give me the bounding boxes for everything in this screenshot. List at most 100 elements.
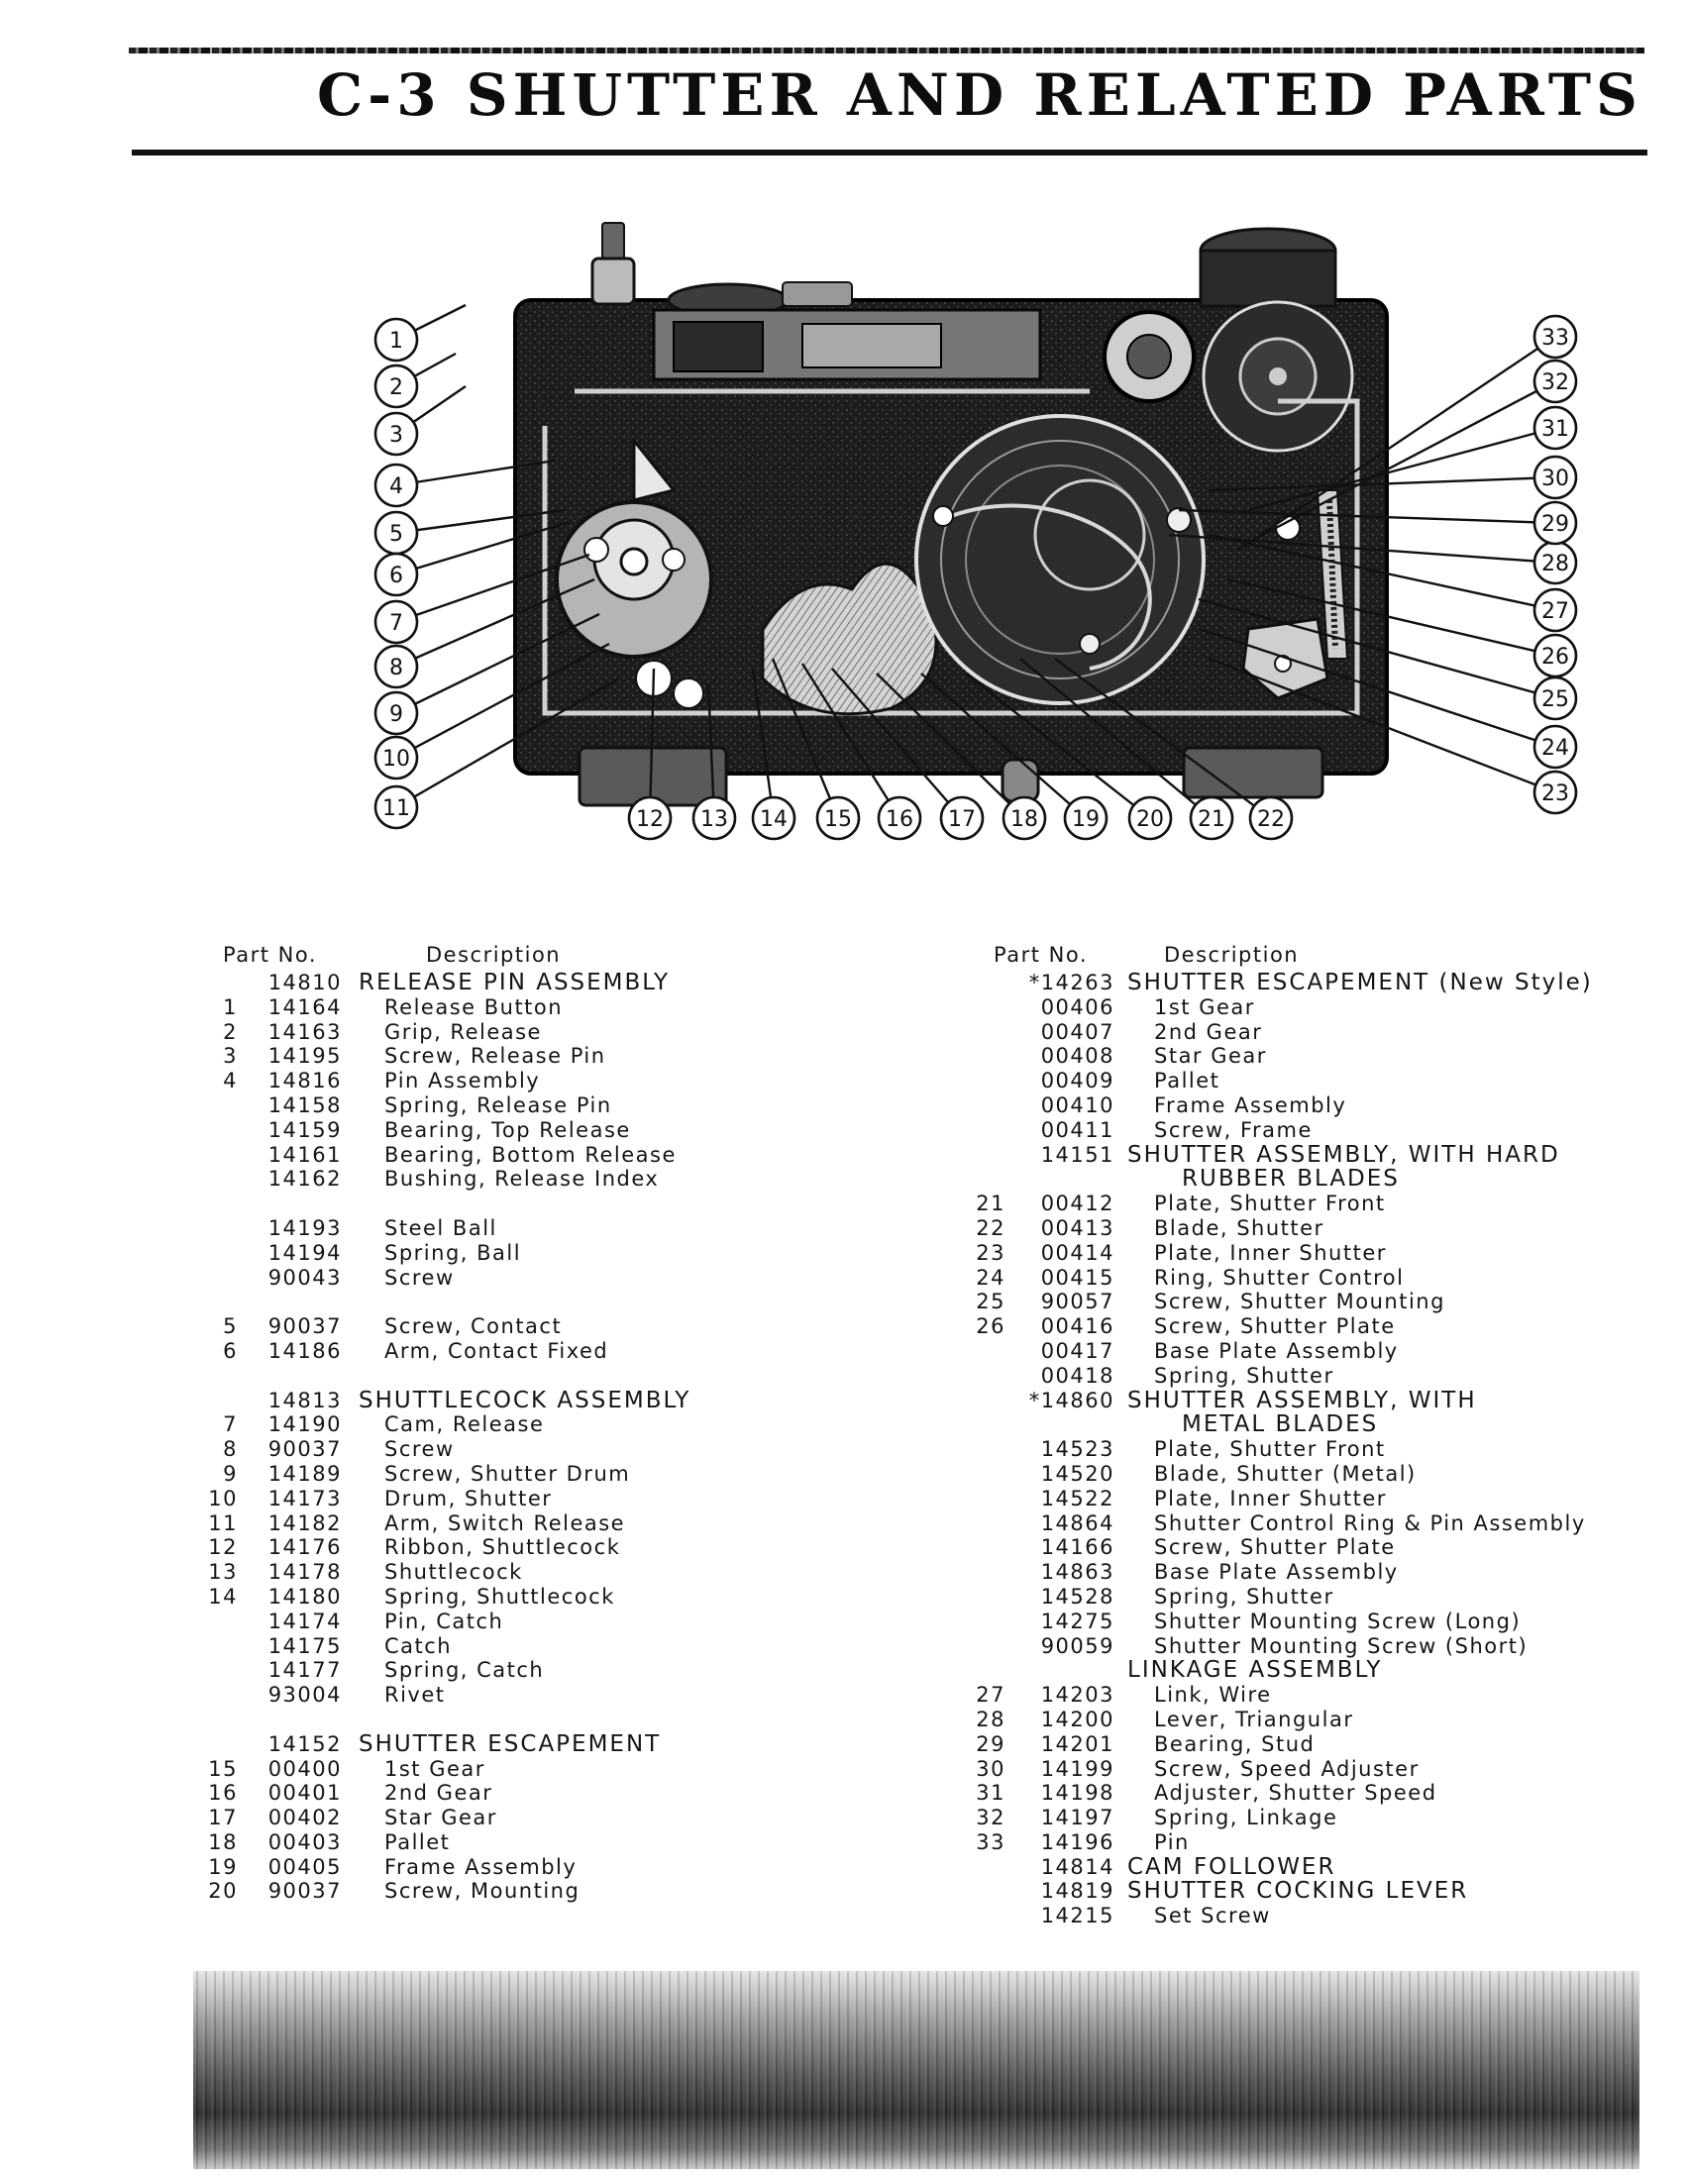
ref-number: 19: [208, 1854, 238, 1879]
callout-bubble-26: [1532, 633, 1578, 678]
callout-number: 23: [1541, 781, 1569, 806]
callout-leader-18: [876, 673, 1025, 819]
part-number: 00414: [1040, 1240, 1114, 1265]
ref-number: 6: [223, 1338, 238, 1363]
callout-number: 31: [1541, 417, 1569, 442]
part-number: 14163: [267, 1019, 342, 1044]
callout-number: 19: [1072, 807, 1100, 832]
part-description: Shutter Mounting Screw (Long): [1154, 1609, 1522, 1633]
title-rule: [132, 150, 1647, 156]
ref-number: 5: [223, 1314, 238, 1339]
callout-leader-25: [1198, 597, 1556, 700]
part-number: 14819: [1040, 1879, 1114, 1904]
part-number: 14203: [1040, 1683, 1114, 1708]
callout-leader-28: [1168, 533, 1556, 565]
callout-leader-4: [395, 459, 556, 487]
part-number: 00408: [1040, 1044, 1114, 1069]
part-description: Spring, Release Pin: [384, 1092, 612, 1117]
callout-leader-16: [800, 663, 901, 819]
callout-bubble-30: [1532, 455, 1578, 500]
part-number: 14161: [267, 1142, 342, 1167]
callout-number: 28: [1541, 552, 1569, 576]
part-description: Frame Assembly: [384, 1854, 578, 1879]
callout-bubble-27: [1532, 587, 1578, 633]
part-description: LINKAGE ASSEMBLY: [1127, 1657, 1383, 1684]
part-number: 14199: [1040, 1756, 1114, 1781]
callout-bubble-7: [373, 599, 419, 645]
part-description: RUBBER BLADES: [1182, 1166, 1400, 1193]
part-number: 14864: [1040, 1510, 1114, 1535]
part-number: 14159: [267, 1117, 342, 1142]
callout-leader-31: [1247, 426, 1556, 512]
part-number: *14263: [1028, 971, 1114, 994]
part-number: 90037: [267, 1314, 342, 1339]
callout-number: 1: [389, 329, 403, 354]
row-spacer: [208, 1192, 961, 1216]
part-description: Release Button: [384, 994, 564, 1019]
callout-number: 3: [389, 423, 403, 448]
callout-number: 6: [389, 564, 403, 588]
callout-leader-30: [1208, 475, 1556, 492]
part-number: 14520: [1040, 1461, 1114, 1486]
part-description: Spring, Linkage: [1154, 1806, 1338, 1830]
part-description: Screw, Shutter Plate: [1154, 1314, 1396, 1339]
callout-leader-10: [395, 642, 610, 760]
part-number: 90037: [267, 1437, 342, 1462]
callout-bubble-12: [627, 795, 673, 841]
part-description: Pin Assembly: [384, 1069, 541, 1093]
callout-leader-26: [1227, 577, 1556, 658]
part-number: 14528: [1040, 1584, 1114, 1609]
ref-number: 33: [976, 1829, 1005, 1854]
part-description: Frame Assembly: [1154, 1092, 1347, 1117]
ref-number: 16: [208, 1781, 238, 1806]
callout-bubble-8: [373, 644, 419, 689]
callout-bubble-9: [373, 690, 419, 736]
row-spacer: [208, 1364, 961, 1389]
part-description: Screw, Shutter Plate: [1154, 1535, 1396, 1560]
part-description: Screw, Release Pin: [384, 1044, 606, 1069]
callout-leader-14: [751, 668, 776, 819]
part-description: Arm, Switch Release: [384, 1510, 626, 1535]
part-description: 2nd Gear: [384, 1781, 493, 1806]
ref-number: 31: [976, 1781, 1005, 1806]
description-header: Description: [426, 943, 562, 967]
part-description: Base Plate Assembly: [1154, 1560, 1399, 1585]
callout-number: 4: [389, 474, 403, 499]
part-description: Bearing, Bottom Release: [384, 1142, 677, 1167]
part-number: 90043: [267, 1265, 342, 1290]
callout-bubble-32: [1532, 359, 1578, 404]
ref-number: 26: [976, 1314, 1005, 1339]
callout-bubble-14: [751, 795, 796, 841]
callout-number: 10: [382, 747, 410, 772]
ref-number: 29: [976, 1731, 1005, 1756]
part-number: 90059: [1040, 1633, 1114, 1658]
left-column-header: Part No. Description: [208, 941, 961, 971]
part-description: Rivet: [384, 1683, 446, 1708]
part-number: 14186: [267, 1338, 342, 1363]
row-spacer: [208, 1290, 961, 1314]
part-number: 14814: [1040, 1854, 1114, 1879]
part-description: Screw, Contact: [384, 1314, 563, 1339]
